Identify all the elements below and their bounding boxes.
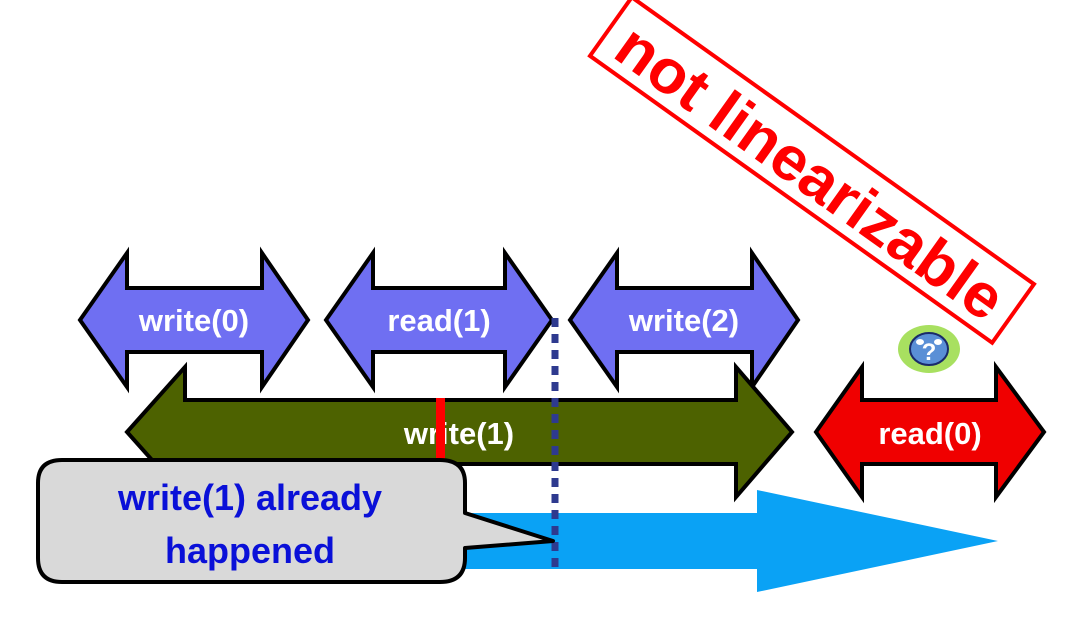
stamp-border [587, 0, 1037, 346]
interval-label-read-0: read(0) [878, 416, 981, 451]
time-arrow [440, 490, 998, 592]
interval-label-read-1: read(1) [387, 303, 490, 338]
interval-label-write-0: write(0) [138, 303, 249, 338]
interval-write-0: write(0) [77, 246, 311, 394]
callout-text-line-1: write(1) already [117, 477, 382, 518]
interval-label-write-2: write(2) [628, 303, 739, 338]
interval-arrow-write-0 [77, 246, 311, 394]
callout-bubble: write(1) already happened [36, 458, 555, 584]
interval-arrow-read-0 [813, 360, 1047, 504]
interval-read-0: read(0) [813, 360, 1047, 504]
svg-text:?: ? [922, 339, 937, 366]
linearization-point-marker [436, 398, 445, 460]
interval-write-2: write(2) [567, 246, 801, 394]
interval-label-write-1: write(1) [403, 416, 514, 451]
callout-shape [36, 458, 555, 584]
callout-text-line-2: happened [165, 530, 335, 571]
interval-read-1: read(1) [323, 246, 555, 394]
interval-arrow-write-2 [567, 246, 801, 394]
confused-face-icon: ? [898, 325, 960, 373]
